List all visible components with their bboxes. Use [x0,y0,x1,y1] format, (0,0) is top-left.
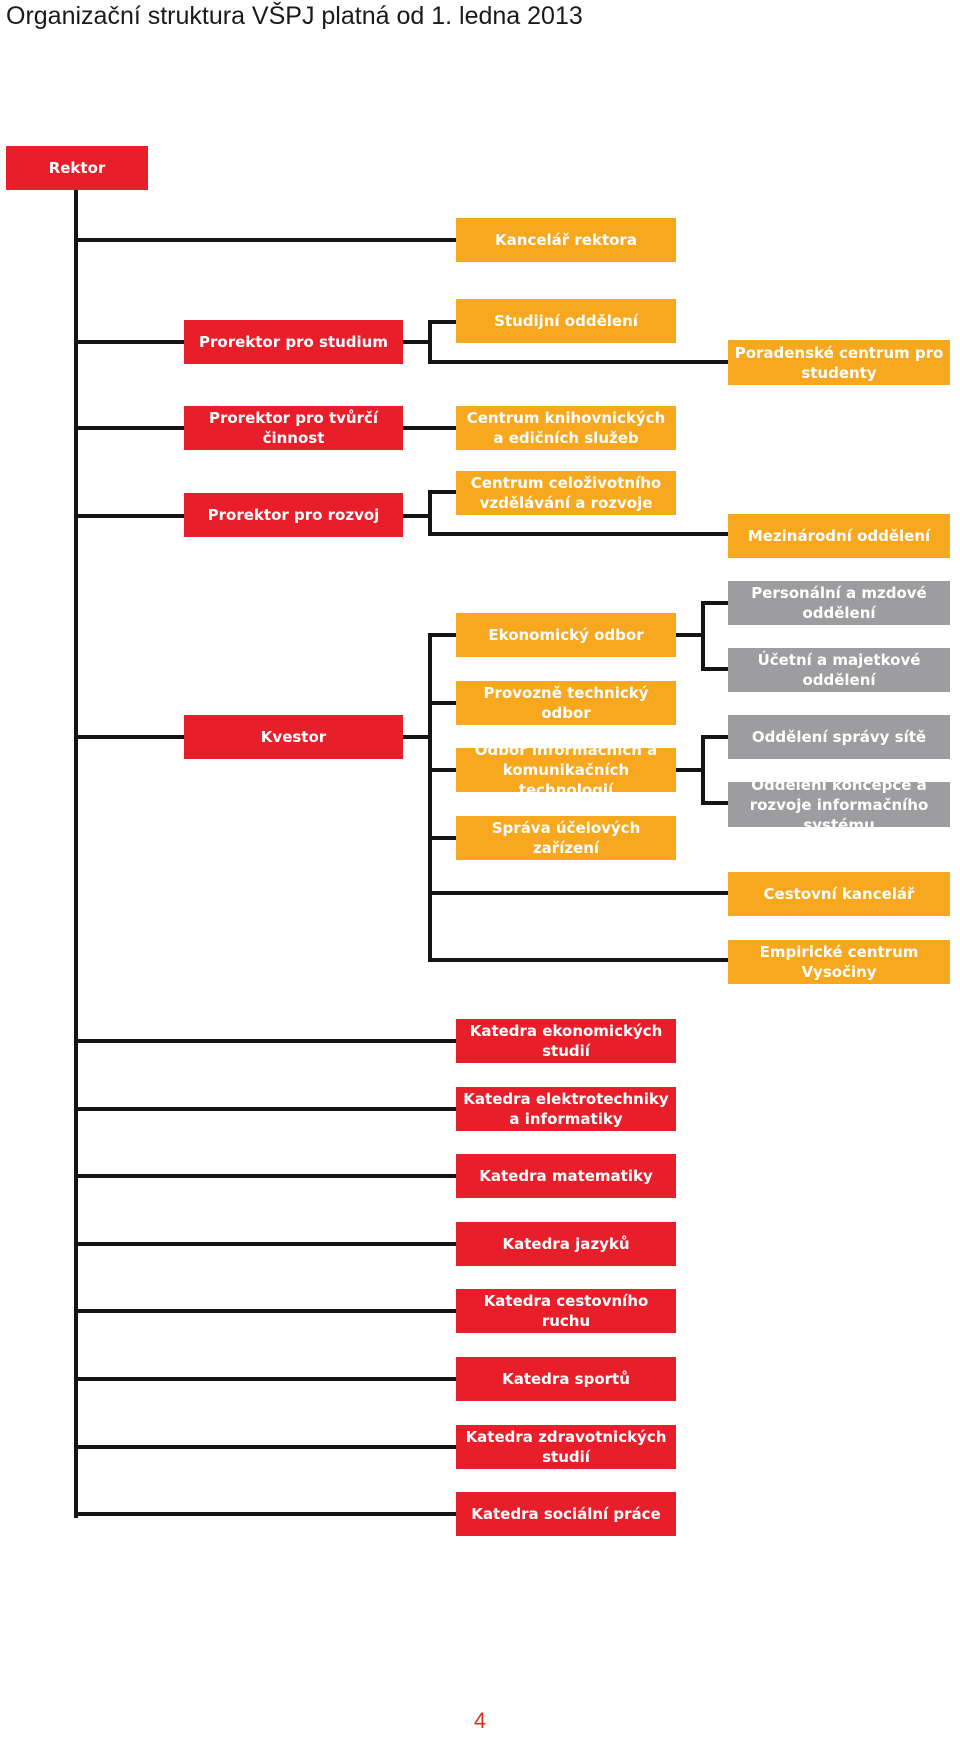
connector-kvestor-out [403,735,430,739]
connector-to-prorektor-tvurci [74,426,184,430]
connector-to-empiricke [428,958,728,962]
node-studijni-oddeleni: Studijní oddělení [456,299,676,343]
connector-studium-bracket [428,320,432,364]
connector-rozvoj-bracket [428,490,432,536]
connector-to-katedra-jazyku [74,1242,456,1246]
node-kvestor: Kvestor [184,715,403,759]
connector-to-katedra-matematiky [74,1174,456,1178]
connector-to-cestovni-kancelar [428,891,728,895]
node-ucetni: Účetní a majetkové oddělení [728,648,950,692]
connector-rozvoj-out [403,514,430,518]
node-mezinarodni-oddeleni: Mezinárodní oddělení [728,514,950,558]
connector-to-katedra-ekonomickych [74,1039,456,1043]
connector-to-provozne [428,701,456,705]
connector-to-ekonomicky [428,633,456,637]
node-centrum-knihovnickych: Centrum knihovnických a edičních služeb [456,406,676,450]
connector-to-katedra-zdravotnickych [74,1445,456,1449]
connector-kvestor-bracket [428,633,432,962]
node-katedra-cestovniho: Katedra cestovního ruchu [456,1289,676,1333]
node-katedra-sportu: Katedra sportů [456,1357,676,1401]
connector-to-katedra-socialni [74,1512,456,1516]
connector-ekonomicky-out [676,633,703,637]
connector-to-katedra-sportu [74,1377,456,1381]
connector-to-prorektor-studium [74,340,184,344]
connector-informacnich-bracket [701,735,705,805]
node-katedra-socialni: Katedra sociální práce [456,1492,676,1536]
node-katedra-matematiky: Katedra matematiky [456,1154,676,1198]
connector-to-odbor-informacnich [428,768,456,772]
connector-to-katedra-elektrotechniky [74,1107,456,1111]
connector-to-koncepce [701,801,728,805]
node-oddeleni-spravy-site: Oddělení správy sítě [728,715,950,759]
node-prorektor-tvurci: Prorektor pro tvůrčí činnost [184,406,403,450]
connector-to-kancelar [74,238,456,242]
node-oddeleni-koncepce: Oddělení koncepce a rozvoje informačního… [728,776,950,834]
connector-to-centrum-celozivotniho [428,490,456,494]
node-personalni: Personální a mzdové oddělení [728,581,950,625]
connector-to-studijni [428,320,456,324]
node-katedra-ekonomickych: Katedra ekonomických studií [456,1019,676,1063]
connector-to-personalni [701,601,728,605]
connector-to-poradenske [428,360,728,364]
node-rektor: Rektor [6,146,148,190]
node-katedra-jazyku: Katedra jazyků [456,1222,676,1266]
connector-ekonomicky-bracket [701,601,705,671]
connector-to-katedra-cestovniho [74,1309,456,1313]
connector-to-mezinarodni [428,532,728,536]
connector-studium-out [403,340,430,344]
node-kancelar-rektora: Kancelář rektora [456,218,676,262]
node-centrum-celozivotniho: Centrum celoživotního vzdělávání a rozvo… [456,471,676,515]
connector-to-sprava [428,836,456,840]
node-cestovni-kancelar: Cestovní kancelář [728,872,950,916]
node-provozne-technicky: Provozně technický odbor [456,681,676,725]
connector-informacnich-out [676,768,703,772]
connector-rektor-trunk [74,190,78,1518]
node-katedra-elektrotechniky: Katedra elektrotechniky a informatiky [456,1087,676,1131]
node-sprava-ucelovych: Správa účelových zařízení [456,816,676,860]
connector-to-ucetni [701,667,728,671]
node-poradenske-centrum: Poradenské centrum pro studenty [728,340,950,385]
connector-to-spravy-site [701,735,728,739]
node-katedra-zdravotnickych: Katedra zdravotnických studií [456,1425,676,1469]
node-empiricke-centrum: Empirické centrum Vysočiny [728,940,950,984]
connector-to-prorektor-rozvoj [74,514,184,518]
node-prorektor-rozvoj: Prorektor pro rozvoj [184,493,403,537]
page-title: Organizační struktura VŠPJ platná od 1. … [6,2,583,30]
connector-tvurci-out [403,426,456,430]
node-ekonomicky-odbor: Ekonomický odbor [456,613,676,657]
connector-to-kvestor [74,735,184,739]
node-odbor-informacnich: Odbor informačních a komunikačních techn… [456,741,676,799]
node-prorektor-studium: Prorektor pro studium [184,320,403,364]
page-number: 4 [473,1708,487,1733]
